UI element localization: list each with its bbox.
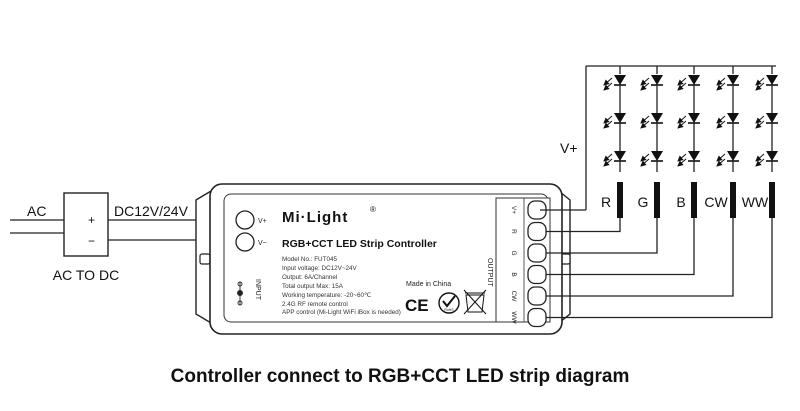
- resistor-icon: [691, 182, 697, 218]
- controller-body: [195, 183, 571, 335]
- output-terminals: V+ R G B CW WW: [510, 200, 547, 328]
- channel-wires: [546, 218, 773, 319]
- led-string-r: [603, 66, 626, 218]
- rohs-icon: RoHS: [438, 292, 460, 314]
- ac-input-wires: [10, 219, 64, 234]
- weee-bin-icon: [463, 289, 487, 315]
- channel-labels: R G B CW WW: [601, 194, 769, 210]
- converter-plus: +: [88, 213, 95, 227]
- converter-label: AC TO DC: [53, 267, 119, 283]
- output-terminal-label: CW: [510, 291, 517, 303]
- resistor-icon: [617, 182, 623, 218]
- channel-wire: [546, 218, 695, 276]
- spec-line: Working temperature: -20~60℃: [282, 292, 371, 299]
- led-icon: [677, 151, 700, 172]
- led-icon: [677, 75, 700, 113]
- strip-vplus-label: V+: [560, 140, 578, 156]
- strip-vplus-bus: [540, 65, 776, 211]
- input-terminal-vplus: [235, 210, 255, 230]
- channel-wire: [546, 218, 734, 297]
- spec-line: Total output Max: 15A: [282, 283, 344, 290]
- converter-minus: −: [88, 234, 95, 248]
- registered-mark: ®: [370, 205, 376, 214]
- resistor-icon: [769, 182, 775, 218]
- channel-label-b: B: [676, 194, 685, 210]
- channel-label-g: G: [638, 194, 649, 210]
- output-terminal-ww: WW: [510, 307, 547, 328]
- controller-title: RGB+CCT LED Strip Controller: [282, 238, 437, 250]
- spec-list: Model No.: FUT045 Input voltage: DC12V~2…: [282, 256, 401, 316]
- led-icon: [716, 151, 739, 172]
- led-string-g: [640, 66, 663, 218]
- led-string-cw: [716, 66, 739, 218]
- channel-label-ww: WW: [742, 194, 769, 210]
- input-terminal-vminus: [235, 232, 255, 252]
- output-terminal-label: B: [510, 272, 517, 276]
- channel-wire: [546, 218, 621, 233]
- rohs-label: RoHS: [444, 308, 454, 312]
- output-terminal-label: WW: [510, 311, 517, 324]
- led-icon: [640, 75, 663, 113]
- made-in-label: Made in China: [406, 281, 451, 288]
- input-vplus-label: V+: [258, 218, 267, 225]
- channel-wire: [546, 218, 773, 319]
- led-icon: [603, 151, 626, 172]
- led-icon: [755, 151, 778, 172]
- channel-label-r: R: [601, 194, 611, 210]
- led-icon: [677, 113, 700, 151]
- output-terminal-label: R: [510, 229, 517, 234]
- led-icon: [640, 113, 663, 151]
- led-icon: [716, 75, 739, 113]
- spec-line: Output: 6A/Channel: [282, 274, 337, 281]
- led-strings: [603, 66, 778, 218]
- output-terminal-label: G: [510, 250, 517, 255]
- output-terminal-label: V+: [510, 206, 517, 214]
- spec-line: Input voltage: DC12V~24V: [282, 265, 358, 272]
- led-icon: [755, 113, 778, 151]
- brand-logo: Mi·Light: [282, 209, 348, 226]
- led-icon: [603, 75, 626, 113]
- led-icon: [716, 113, 739, 151]
- resistor-icon: [730, 182, 736, 218]
- output-terminal-cw: CW: [510, 286, 547, 306]
- led-icon: [603, 113, 626, 151]
- ce-mark: CE: [405, 296, 429, 315]
- channel-label-cw: CW: [704, 194, 728, 210]
- polarity-icon: [237, 281, 243, 306]
- led-string-b: [677, 66, 700, 218]
- input-vminus-label: V−: [258, 240, 267, 247]
- led-string-ww: [755, 66, 778, 218]
- resistor-icon: [654, 182, 660, 218]
- input-label: INPUT: [254, 279, 261, 301]
- dc-label: DC12V/24V: [114, 203, 189, 219]
- led-icon: [755, 75, 778, 113]
- spec-line: APP control (Mi-Light WiFi iBox is neede…: [282, 309, 401, 316]
- spec-line: 2.4G RF remote control: [282, 301, 348, 308]
- led-icon: [640, 151, 663, 172]
- ac-label: AC: [27, 203, 46, 219]
- output-label: OUTPUT: [486, 258, 493, 288]
- channel-wire: [546, 218, 658, 254]
- diagram-caption: Controller connect to RGB+CCT LED strip …: [170, 366, 630, 387]
- spec-line: Model No.: FUT045: [282, 256, 337, 263]
- ac-dc-converter: [63, 192, 109, 257]
